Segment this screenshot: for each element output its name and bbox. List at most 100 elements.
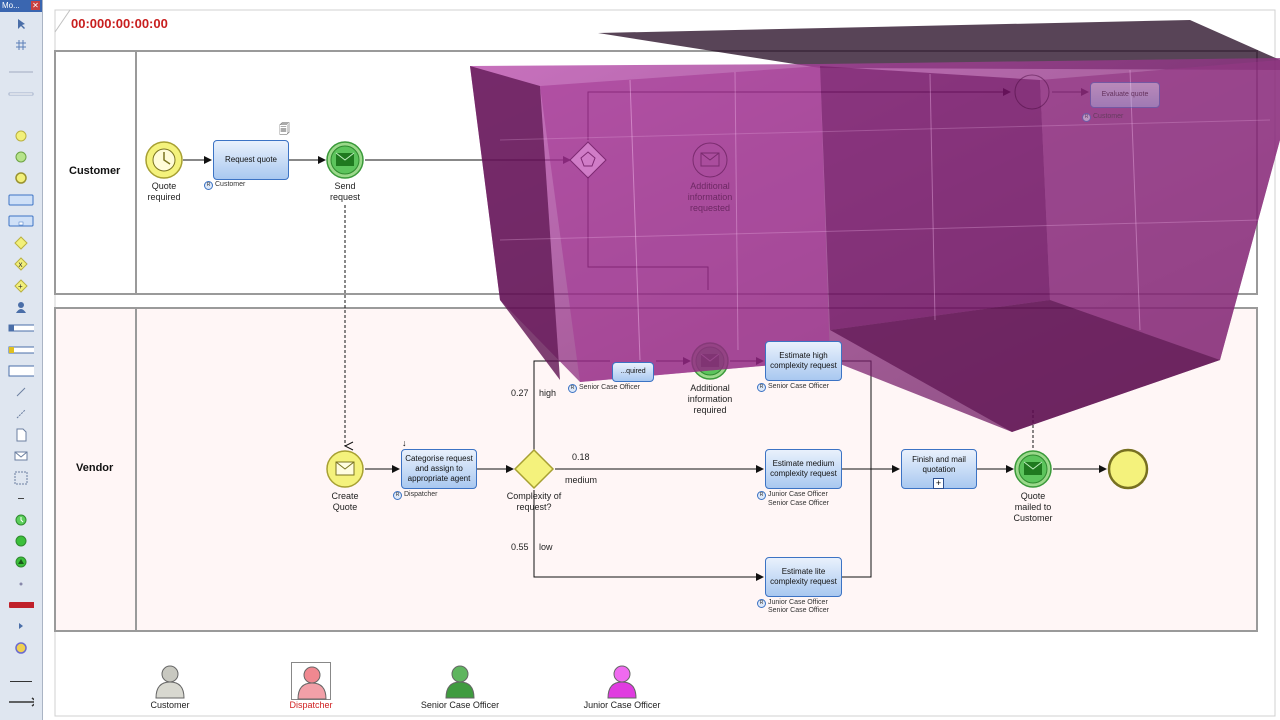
sequence-flow-tool-icon[interactable]	[8, 384, 34, 400]
pointer-tool-icon[interactable]	[8, 16, 34, 32]
arrow-down-icon: ↓	[402, 438, 407, 448]
label-medium: medium	[565, 475, 598, 485]
resource-icon: R	[757, 383, 766, 392]
person-icon	[155, 665, 185, 699]
probability-low: 0.55	[511, 542, 529, 552]
lane-tool-icon[interactable]	[8, 64, 34, 80]
dot-tool-icon[interactable]	[8, 576, 34, 592]
resource-legend-label: Senior Case Officer	[420, 700, 500, 710]
quote-mailed-event[interactable]	[1014, 450, 1052, 488]
exclusive-gateway-tool-icon[interactable]: x	[8, 256, 34, 272]
quote-required-label: Quote required	[147, 181, 181, 202]
complexity-gateway[interactable]	[513, 448, 555, 490]
resource-legend-label: Junior Case Officer	[583, 700, 661, 710]
message-flow-tool-icon[interactable]	[8, 406, 34, 422]
lane-label-vendor: Vendor	[76, 462, 114, 474]
resource-icon: R	[568, 384, 577, 393]
close-icon[interactable]: ✕	[31, 1, 40, 10]
color-bar-tool-icon[interactable]	[8, 597, 34, 613]
envelope-tool-icon[interactable]	[8, 448, 34, 464]
send-request-label: Send request	[329, 181, 361, 202]
person-icon	[445, 665, 475, 699]
evaluate-quote-task[interactable]: Evaluate quote	[1090, 82, 1160, 108]
resource-legend-item[interactable]	[602, 662, 642, 700]
flow-arrow-tool-icon[interactable]	[8, 694, 34, 710]
lane-label-customer: Customer	[69, 165, 121, 177]
task-tool-icon[interactable]	[8, 192, 34, 208]
subprocess-tool-icon[interactable]	[8, 213, 34, 229]
start-event-tool-icon[interactable]	[8, 128, 34, 144]
estimate-low-task[interactable]: Estimate lite complexity request	[765, 557, 842, 597]
label-high: high	[539, 388, 557, 398]
pool-tool-icon[interactable]	[8, 86, 34, 102]
scroll-up-icon[interactable]	[8, 674, 34, 690]
resource-icon: R	[1082, 113, 1091, 122]
additional-info-required-label: Additional information required	[687, 383, 733, 415]
simulation-timer: 00:000:00:00:00	[71, 16, 168, 31]
document-tool-icon[interactable]	[8, 427, 34, 443]
end-event[interactable]	[1107, 448, 1149, 490]
resource-icon: R	[757, 491, 766, 500]
resource-tool-icon[interactable]	[8, 299, 34, 315]
quote-mailed-label: Quote mailed to Customer	[1013, 491, 1053, 523]
data-object-tool-icon[interactable]	[8, 320, 34, 336]
person-icon	[607, 665, 637, 699]
expand-subprocess-icon[interactable]: +	[933, 478, 944, 489]
create-quote-label: Create Quote	[331, 491, 359, 512]
send-request-message-event[interactable]	[326, 141, 364, 179]
categorise-request-task[interactable]: Categorise request and assign to appropr…	[401, 449, 477, 489]
svg-text:+: +	[18, 282, 23, 291]
evaluate-quote-catch-event[interactable]	[1014, 74, 1050, 110]
resource-legend-item[interactable]	[291, 662, 331, 700]
resource-legend-item[interactable]	[150, 662, 190, 700]
resource-legend-label: Dispatcher	[289, 700, 333, 710]
request-quote-task[interactable]: Request quote	[213, 140, 289, 180]
additional-information-requested-event[interactable]	[692, 142, 728, 178]
document-icon: 🗐	[279, 124, 290, 136]
timer-event-tool-icon[interactable]	[8, 512, 34, 528]
resource-icon: R	[393, 491, 402, 500]
gateway-label: Complexity of request?	[506, 491, 562, 512]
target-tool-icon[interactable]	[8, 640, 34, 656]
estimate-low-resource-2: Senior Case Officer	[768, 607, 829, 614]
line-tool-icon[interactable]	[8, 491, 34, 507]
estimate-medium-task[interactable]: Estimate medium complexity request	[765, 449, 842, 489]
end-event-tool-icon[interactable]	[8, 170, 34, 186]
label-low: low	[539, 542, 553, 552]
intermediate-event-tool-icon[interactable]	[8, 149, 34, 165]
probability-medium: 0.18	[572, 452, 590, 462]
resource-icon: R	[757, 599, 766, 608]
lasso-tool-icon[interactable]	[8, 37, 34, 53]
small-arrow-tool-icon[interactable]	[8, 618, 34, 634]
signal-event-tool-icon[interactable]	[8, 554, 34, 570]
parallel-gateway-tool-icon[interactable]: +	[8, 278, 34, 294]
annotation-tool-icon[interactable]	[8, 342, 34, 358]
resource-legend-item[interactable]	[440, 662, 480, 700]
gateway-tool-icon[interactable]	[8, 235, 34, 251]
estimate-medium-resource-2: Senior Case Officer	[768, 500, 829, 507]
resource-legend-label: Customer	[150, 700, 190, 710]
probability-high: 0.27	[511, 388, 529, 398]
person-icon	[297, 666, 327, 700]
intermediate-gateway[interactable]	[569, 141, 607, 179]
svg-text:x: x	[19, 260, 23, 269]
request-information-task[interactable]: ...quired	[612, 362, 654, 382]
text-tool-icon[interactable]	[8, 363, 34, 379]
group-tool-icon[interactable]	[8, 470, 34, 486]
additional-info-requested-label: Additional information requested	[687, 181, 733, 213]
estimate-high-task[interactable]: Estimate high complexity request	[765, 341, 842, 381]
purple-3d-cube-overlay	[470, 20, 1280, 432]
resource-icon: R	[204, 181, 213, 190]
tool-palette: Mo... ✕ x +	[0, 0, 43, 720]
quote-required-start-event[interactable]	[145, 141, 183, 179]
create-quote-message-event[interactable]	[326, 450, 364, 488]
message-event-tool-icon[interactable]	[8, 533, 34, 549]
